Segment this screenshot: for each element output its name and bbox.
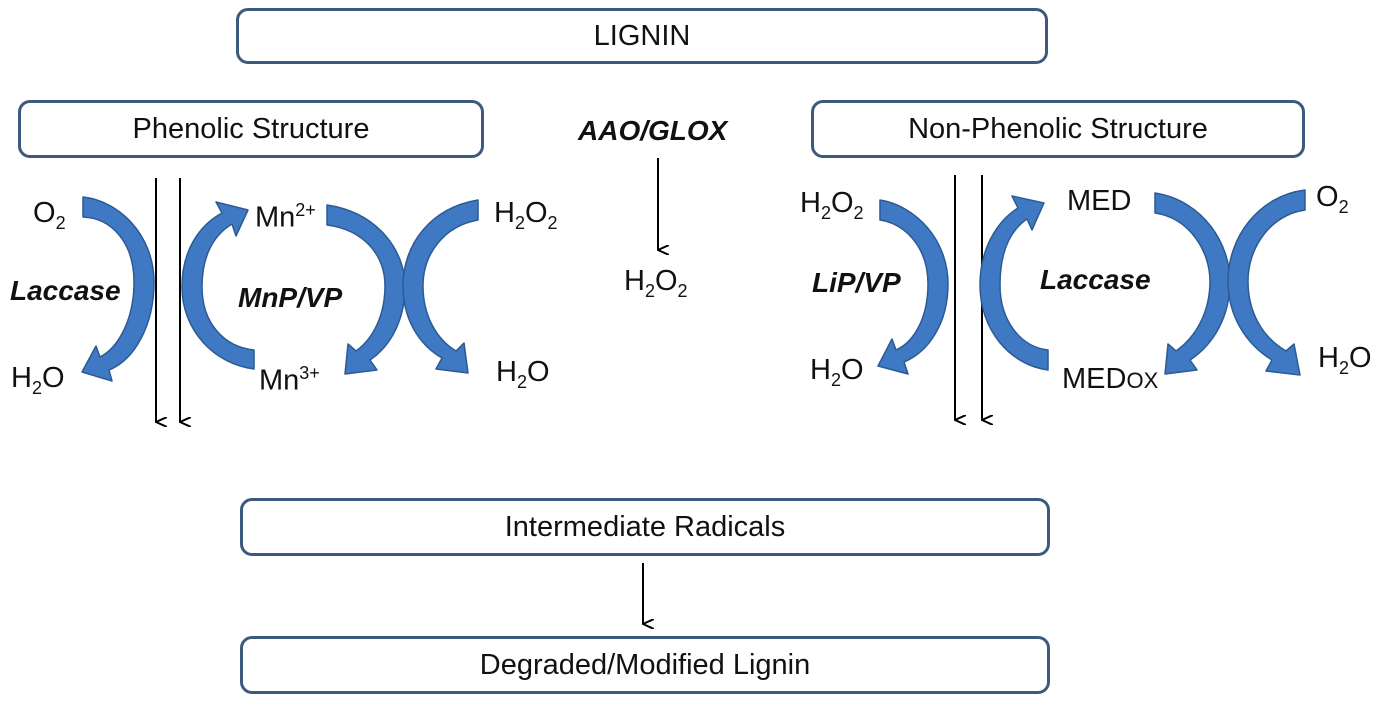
- lip-vp-label: LiP/VP: [812, 267, 901, 298]
- degraded-modified-lignin-box: Degraded/Modified Lignin: [240, 636, 1050, 694]
- mnp-vp-label: MnP/VP: [238, 282, 343, 313]
- lignin-label: LIGNIN: [593, 19, 691, 52]
- phenolic-structure-box: Phenolic Structure: [18, 100, 484, 158]
- h2o2-mnp-label: H2O2: [494, 197, 558, 233]
- mn3-label: Mn3+: [259, 363, 320, 397]
- aao-glox-label: AAO/GLOX: [578, 115, 728, 146]
- o2-to-h2o-curved-arrow: [1227, 189, 1306, 376]
- h2o2-aao-label: H2O2: [624, 265, 688, 301]
- laccase-left-label: Laccase: [10, 275, 121, 306]
- laccase-right-label: Laccase: [1040, 264, 1151, 295]
- o2-left-label: O2: [33, 197, 66, 233]
- mn2-to-mn3-curved-arrow: [326, 204, 406, 375]
- non-phenolic-structure-box: Non-Phenolic Structure: [811, 100, 1305, 158]
- med-label: MED: [1067, 185, 1132, 217]
- degraded-modified-lignin-label: Degraded/Modified Lignin: [479, 648, 811, 681]
- non-phenolic-structure-label: Non-Phenolic Structure: [908, 112, 1208, 145]
- h2o2-lip-label: H2O2: [800, 187, 864, 223]
- intermediate-radicals-box: Intermediate Radicals: [240, 498, 1050, 556]
- medox-to-med-curved-arrow: [979, 195, 1049, 371]
- phenolic-structure-label: Phenolic Structure: [132, 112, 370, 145]
- h2o-lip-label: H2O: [810, 354, 864, 390]
- h2o-right-label: H2O: [1318, 342, 1372, 378]
- mn3-to-mn2-curved-arrow: [181, 201, 255, 370]
- h2o2-to-h2o-curved-arrow: [402, 199, 479, 374]
- medox-label: MEDOX: [1062, 363, 1159, 395]
- med-to-medox-curved-arrow: [1154, 192, 1231, 375]
- mn2-label: Mn2+: [255, 200, 316, 234]
- h2o-left-label: H2O: [11, 362, 65, 398]
- intermediate-radicals-label: Intermediate Radicals: [504, 510, 786, 543]
- o2-right-label: O2: [1316, 181, 1349, 217]
- lip-vp-curved-arrow: [877, 199, 949, 375]
- h2o-mnp-label: H2O: [496, 356, 550, 392]
- lignin-box: LIGNIN: [236, 8, 1048, 64]
- laccase-curved-arrow-left: [81, 196, 155, 382]
